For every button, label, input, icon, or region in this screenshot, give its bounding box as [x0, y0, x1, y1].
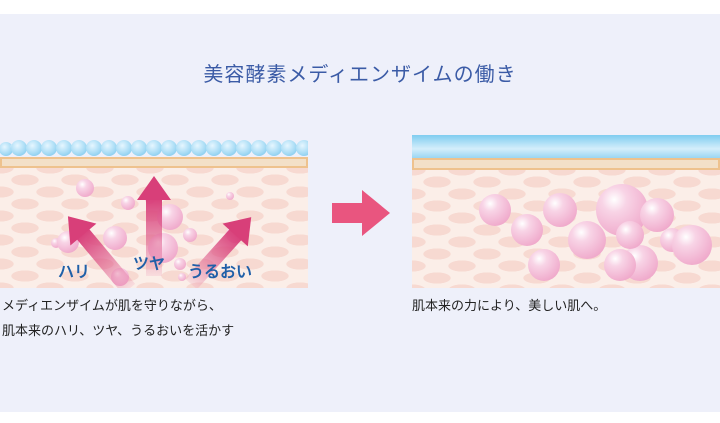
- water-bubble: [221, 140, 237, 156]
- enzyme-bubble: [174, 258, 186, 270]
- skin-surface-layer: [412, 158, 720, 170]
- water-bubble: [86, 140, 102, 156]
- next-arrow-icon: [332, 190, 390, 236]
- water-bubble: [281, 140, 297, 156]
- enzyme-bubble: [479, 194, 511, 226]
- label-tsuya: ツヤ: [133, 254, 166, 273]
- enzyme-bubble: [604, 249, 636, 281]
- enzyme-bubble: [511, 214, 543, 246]
- left-caption: メディエンザイムが肌を守りながら、 肌本来のハリ、ツヤ、うるおいを活かす: [2, 294, 234, 344]
- before-skin-illustration: ハリ ツヤ うるおい: [0, 134, 308, 288]
- enzyme-bubble: [226, 192, 234, 200]
- water-bubble: [0, 142, 13, 156]
- page-title: 美容酵素メディエンザイムの働き: [203, 62, 517, 86]
- enzyme-bubble: [51, 238, 61, 248]
- water-bubble: [176, 140, 192, 156]
- moisture-layer: [412, 135, 720, 158]
- water-bubble: [56, 140, 72, 156]
- enzyme-bubble: [121, 196, 135, 210]
- enzyme-bubble: [543, 193, 577, 227]
- water-bubble: [26, 140, 42, 156]
- water-bubble: [251, 140, 267, 156]
- water-bubble: [71, 140, 87, 156]
- enzyme-bubble: [76, 179, 94, 197]
- water-bubble: [236, 140, 252, 156]
- water-bubble: [191, 140, 207, 156]
- water-bubble: [41, 140, 57, 156]
- water-bubble: [101, 140, 117, 156]
- caption-line: 肌本来のハリ、ツヤ、うるおいを活かす: [2, 324, 235, 339]
- water-bubble: [116, 140, 132, 156]
- enzyme-bubble: [103, 226, 127, 250]
- after-skin-illustration: [412, 135, 720, 288]
- enzyme-bubble: [57, 231, 79, 253]
- enzyme-bubble: [568, 221, 606, 259]
- water-bubble: [206, 140, 222, 156]
- label-uruoi: うるおい: [188, 262, 253, 281]
- enzyme-bubble: [183, 228, 197, 242]
- caption-line: メディエンザイムが肌を守りながら、: [2, 299, 222, 314]
- enzyme-bubble: [672, 225, 712, 265]
- arrow-up-icon: [137, 176, 171, 276]
- enzyme-bubble: [528, 249, 560, 281]
- water-bubble: [131, 140, 147, 156]
- water-bubble: [296, 140, 308, 156]
- label-hari: ハリ: [58, 262, 91, 281]
- water-bubble: [11, 140, 27, 156]
- skin-surface-layer: [0, 157, 308, 168]
- water-bubble: [146, 140, 162, 156]
- enzyme-bubble: [616, 221, 644, 249]
- enzyme-bubble: [640, 198, 674, 232]
- water-bubble: [266, 140, 282, 156]
- enzyme-bubble: [178, 273, 186, 281]
- right-caption: 肌本来の力により、美しい肌へ。: [412, 299, 607, 314]
- water-bubble: [161, 140, 177, 156]
